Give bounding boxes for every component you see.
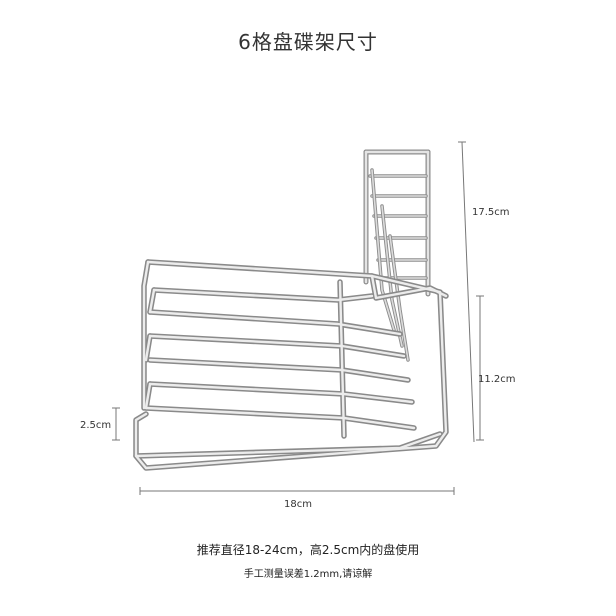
recommendation-note: 推荐直径18-24cm，高2.5cm内的盘使用 <box>196 543 420 557</box>
height-total-label: 17.5cm <box>472 207 510 218</box>
height-total-line <box>461 141 475 443</box>
dimension-lines <box>112 141 484 495</box>
rack-frame <box>133 259 449 471</box>
width-label: 18cm <box>284 499 312 510</box>
height-base-label: 11.2cm <box>478 374 516 385</box>
tolerance-note: 手工测量误差1.2mm,请谅解 <box>243 569 373 580</box>
page-title: 6格盘碟架尺寸 <box>238 30 378 54</box>
slot-height-label: 2.5cm <box>80 420 111 431</box>
rack-back-ladder <box>363 149 431 362</box>
